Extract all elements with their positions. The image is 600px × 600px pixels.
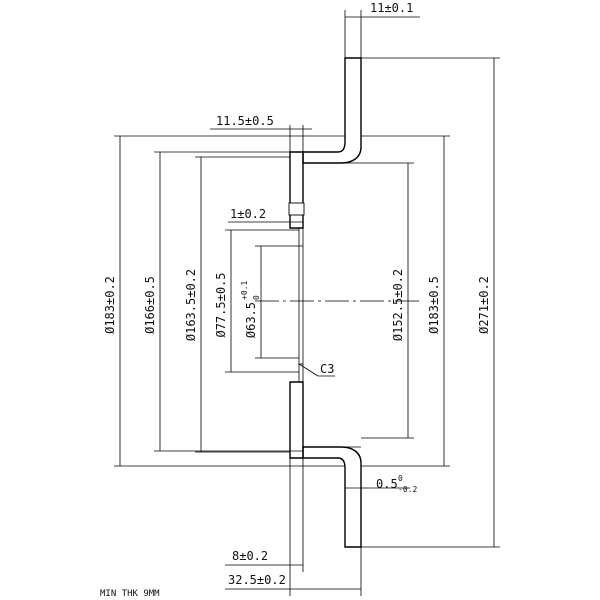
min-thickness-note: MIN THK 9MM [100,589,160,599]
dim-d63-5: Ø63.5 +0.1 0 [240,281,261,339]
disc-profile [288,57,362,548]
dim-d271: Ø271±0.2 [477,276,491,334]
dim-d63-5-tol-lower: 0 [252,295,261,300]
dim-d152-5: Ø152.5±0.2 [391,269,405,341]
dim-t0-5-base: 0.5 [376,477,398,491]
dim-t1: 1±0.2 [230,207,266,221]
dim-t8: 8±0.2 [232,549,268,563]
hub-web-upper [289,151,304,229]
dim-d77-5: Ø77.5±0.5 [214,272,228,337]
friction-ring-upper [302,57,362,164]
dim-d63-5-tol-upper: +0.1 [240,281,249,300]
bolt-hole-mark [288,202,305,216]
dim-t0-5-lower: -0.2 [398,485,417,494]
dim-d183-right: Ø183±0.5 [427,276,441,334]
bore-step-lower [298,363,304,382]
dim-t0-5: 0.5 0 -0.2 [376,474,417,494]
dim-t0-5-upper: 0 [398,474,403,483]
dim-d166: Ø166±0.5 [143,276,157,334]
thickness-dimensions [210,10,420,596]
dim-d183-left: Ø183±0.2 [103,276,117,334]
dim-t32-5: 32.5±0.2 [228,573,286,587]
hub-web-lower [289,381,304,459]
dim-t11-5: 11.5±0.5 [216,114,274,128]
bore-step-upper [298,228,304,247]
dim-d163-5: Ø163.5±0.2 [184,269,198,341]
dim-c3: C3 [320,362,334,376]
dim-t11: 11±0.1 [370,1,413,15]
diameter-dimensions [114,57,500,548]
friction-ring-lower [302,446,362,548]
dim-d63-5-base: Ø63.5 [244,302,258,338]
